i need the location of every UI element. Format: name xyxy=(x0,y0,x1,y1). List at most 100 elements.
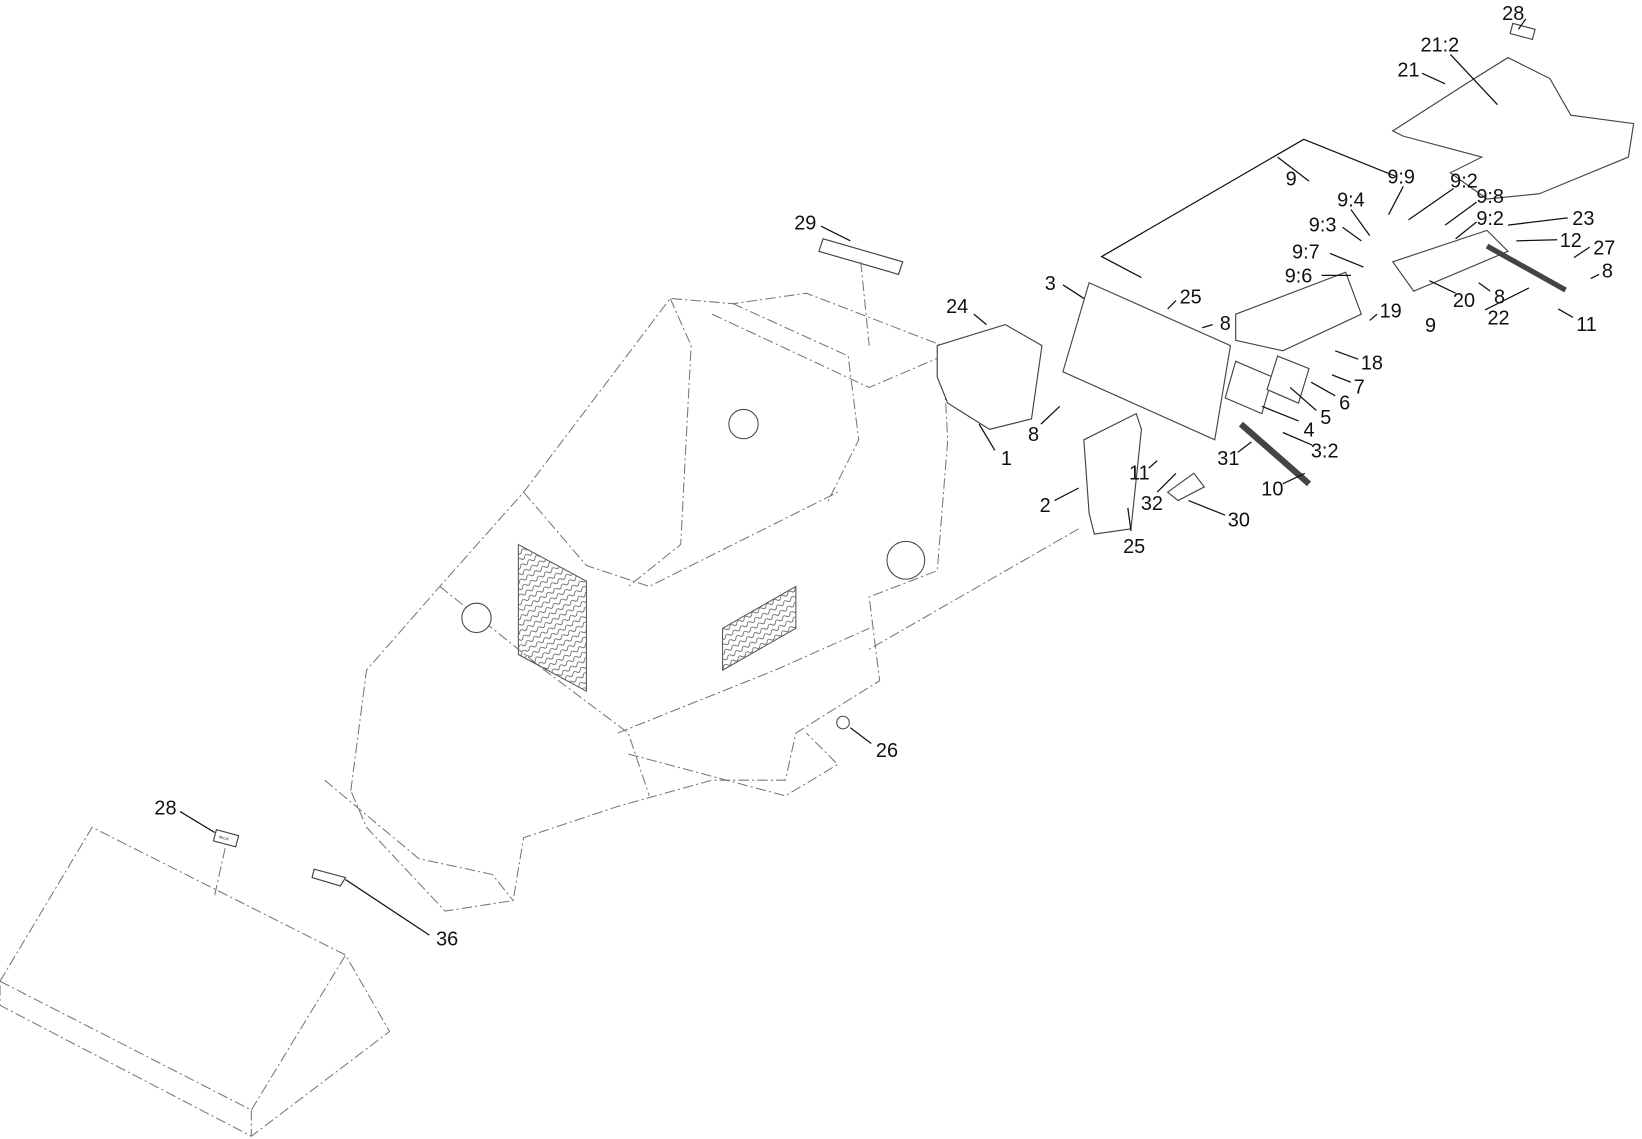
decal-28-platform xyxy=(1509,22,1536,41)
leader-line xyxy=(1421,72,1446,85)
callout-label: 2 xyxy=(1040,495,1051,517)
callout-label: 28 xyxy=(1502,3,1524,25)
callout-label: 30 xyxy=(1228,510,1250,532)
callout-label: 32 xyxy=(1141,493,1163,515)
leader-line xyxy=(1148,460,1158,469)
callout-label: 11 xyxy=(1129,463,1150,485)
leader-line xyxy=(1408,187,1454,221)
callout-label: 21 xyxy=(1397,59,1419,81)
callout-label: 9:8 xyxy=(1476,186,1504,208)
leader-line xyxy=(1369,313,1378,321)
callout-label: 21:2 xyxy=(1421,34,1460,56)
callout-label: 10 xyxy=(1261,478,1283,500)
plate-6 xyxy=(1266,355,1310,404)
leader-line xyxy=(1444,201,1477,226)
callout-label: 36 xyxy=(436,929,458,951)
callout-label: 24 xyxy=(946,296,968,318)
leader-line xyxy=(1062,284,1085,299)
leader-line xyxy=(1484,287,1530,311)
assembly-9 xyxy=(1235,271,1363,352)
plate-3 xyxy=(1062,281,1232,441)
leader-line xyxy=(1289,386,1317,411)
bracket-30 xyxy=(1166,472,1206,502)
leader-line xyxy=(978,423,996,451)
leader-line xyxy=(1127,507,1132,532)
callout-label: 8 xyxy=(1494,287,1505,309)
leader-line xyxy=(1455,221,1477,240)
engine-grill xyxy=(517,543,587,693)
callout-label: 9 xyxy=(1425,315,1436,337)
leader-line xyxy=(1516,239,1558,242)
leader-line xyxy=(1449,54,1498,106)
leader-line xyxy=(179,811,216,834)
callout-label: 8 xyxy=(1602,261,1613,283)
decal-29 xyxy=(818,238,904,276)
leader-line xyxy=(345,879,430,936)
callout-label: 3 xyxy=(1045,273,1056,295)
leader-line xyxy=(1054,487,1079,502)
leader-line xyxy=(849,727,872,745)
callout-label: 8 xyxy=(1028,424,1039,446)
pin-10 xyxy=(1238,421,1312,487)
leader-line xyxy=(1557,308,1574,318)
leader-line xyxy=(973,313,987,326)
callout-label: 18 xyxy=(1361,353,1383,375)
callout-label: 23 xyxy=(1572,208,1594,230)
leader-line xyxy=(1261,405,1299,422)
callout-label: 20 xyxy=(1453,290,1475,312)
leader-line xyxy=(1202,324,1213,329)
leader-line xyxy=(1590,273,1600,280)
callout-label: 25 xyxy=(1123,536,1145,558)
callout-label: 11 xyxy=(1576,314,1597,336)
leader-lines xyxy=(179,18,1600,936)
leader-line xyxy=(1167,300,1177,310)
callout-label: 1 xyxy=(1001,448,1012,470)
callout-label: 9:9 xyxy=(1387,166,1415,188)
callout-label: 9:7 xyxy=(1292,242,1320,264)
callout-label: 12 xyxy=(1560,230,1582,252)
leader-line xyxy=(1517,18,1527,30)
callout-label: 9:2 xyxy=(1476,208,1504,230)
decal-36 xyxy=(311,868,347,887)
callout-label: 28 xyxy=(154,798,176,820)
decal-28-bucket: decal xyxy=(212,829,240,848)
callout-label: 27 xyxy=(1593,237,1615,259)
callout-label: 9:4 xyxy=(1337,189,1365,211)
leader-line xyxy=(1429,280,1456,294)
leader-line xyxy=(1342,226,1362,242)
tube-20 xyxy=(1391,229,1509,292)
decal-text: decal xyxy=(218,834,229,841)
callout-label: 9:6 xyxy=(1285,266,1313,288)
leader-line xyxy=(1573,246,1590,259)
callout-label: 19 xyxy=(1380,300,1402,322)
callout-label: 3:2 xyxy=(1311,441,1339,463)
callout-label: 9 xyxy=(1286,168,1297,190)
leader-line xyxy=(820,225,851,242)
leader-line xyxy=(1329,252,1364,268)
leader-line xyxy=(1188,499,1226,516)
leader-line xyxy=(1040,405,1061,425)
callout-label: 31 xyxy=(1217,448,1239,470)
leader-line xyxy=(1277,156,1310,182)
callout-label: 5 xyxy=(1320,407,1331,429)
leader-line xyxy=(1350,209,1371,236)
callout-label: 25 xyxy=(1180,287,1202,309)
callout-label: 9:3 xyxy=(1309,214,1337,236)
leader-line xyxy=(1331,374,1352,383)
callout-label: 9:2 xyxy=(1450,170,1478,192)
bucket: decal xyxy=(0,826,391,1137)
bracket-1 xyxy=(936,324,1043,430)
callout-label: 8 xyxy=(1220,313,1231,335)
callout-label: 7 xyxy=(1354,377,1365,399)
callout-label: 22 xyxy=(1487,308,1509,330)
leader-line xyxy=(1507,217,1568,226)
plate-4 xyxy=(1224,360,1274,415)
leader-line xyxy=(1388,186,1404,215)
callout-label: 4 xyxy=(1303,420,1314,442)
loader-frame xyxy=(324,292,949,912)
leader-line xyxy=(1310,381,1336,397)
callout-label: 29 xyxy=(794,212,816,234)
leader-line xyxy=(1282,472,1306,485)
